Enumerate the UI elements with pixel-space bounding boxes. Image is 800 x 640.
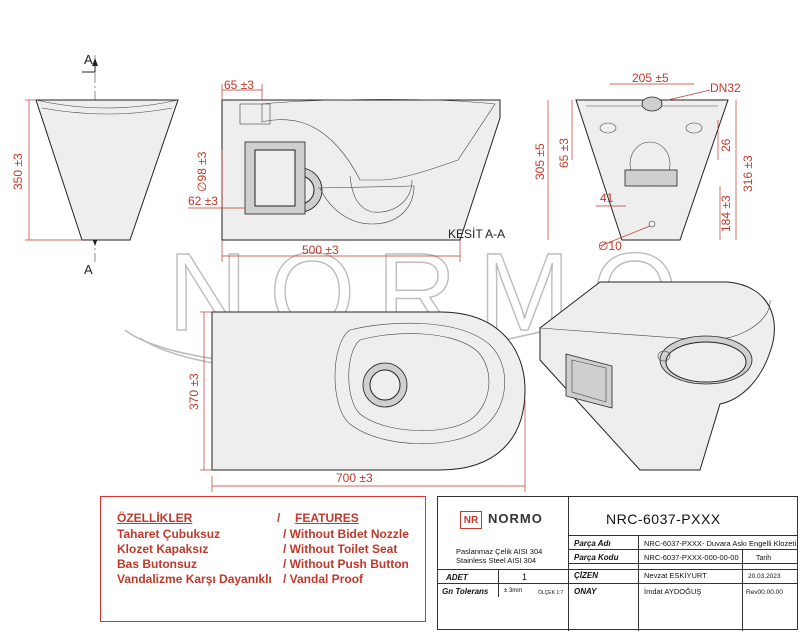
product-code: NRC-6037-PXXX [606,511,721,527]
section-view: 65 ±3 ∅98 ±3 62 ±3 500 ±3 KESİT A-A [188,78,505,262]
scale: ÖLÇEK 1:7 [538,590,564,596]
feature-row-1-tr: Taharet Çubuksuz [117,527,221,541]
front-view: 205 ±5 DN32 305 ±5 65 ±3 26 316 ±3 41 18… [533,71,755,253]
dim-62: 62 ±3 [188,194,218,208]
drawn-by: Nevzat ESKİYURT [644,571,707,580]
material-en: Stainless Steel AISI 304 [456,556,537,565]
part-name: NRC-6037-PXXX- Duvara Askı Engelli Kloze… [644,539,797,548]
drawn-label: ÇİZEN [574,571,598,580]
feature-row-2-en: / Without Toilet Seat [283,542,398,556]
revision: Rev00.00.00 [746,589,783,596]
drawn-date: 20.03.2023 [748,573,781,580]
features-heading-slash: / [277,511,281,525]
cone-side-view: A A 350 ±3 [11,52,179,277]
feature-row-3-en: / Without Push Button [283,557,409,571]
dim-65: 65 ±3 [224,78,254,92]
dim-305: 305 ±5 [533,143,547,180]
tolerance-label: Gn Tolerans [442,587,489,596]
dim-700: 700 ±3 [336,471,373,485]
dim-350: 350 ±3 [11,153,25,190]
feature-row-4-tr: Vandalizme Karşı Dayanıklı [117,572,272,586]
isometric-view [539,281,775,471]
dim-26: 26 [719,138,733,152]
features-box: ÖZELLİKLER / FEATURES Taharet Çubuksuz /… [100,496,426,622]
dim-370: 370 ±3 [187,373,201,410]
part-code: NRC-6037-PXXX-000-00-00 [644,553,739,562]
dim-98: ∅98 ±3 [195,151,209,192]
feature-row-3-tr: Bas Butonsuz [117,557,198,571]
title-block: NR NORMO NRC-6037-PXXX Paslanmaz Çelik A… [437,496,798,631]
dim-184: 184 ±3 [719,195,733,232]
feature-row-2-tr: Klozet Kapaksız [117,542,209,556]
section-marker-bottom: A [84,262,93,277]
adet-value: 1 [522,572,528,582]
approved-by: İmdat AYDOĞUŞ [644,587,702,596]
tolerance-value: ± 3mm [504,588,523,594]
date-label: Tarih [756,555,772,562]
dim-dn32: DN32 [710,81,741,95]
dim-500: 500 ±3 [302,243,339,257]
dim-316: 316 ±3 [741,155,755,192]
features-heading-tr: ÖZELLİKLER [117,511,193,525]
brand-name: NORMO [488,511,543,526]
top-view: 370 ±3 700 ±3 [187,311,526,492]
feature-row-4-en: / Vandal Proof [283,572,364,586]
features-heading-en: FEATURES [295,511,359,525]
material-tr: Paslanmaz Çelik AISI 304 [456,547,543,556]
dim-205: 205 ±5 [632,71,669,85]
part-code-label: Parça Kodu [574,553,619,562]
approve-label: ONAY [574,587,597,596]
part-name-label: Parça Adı [574,539,611,548]
feature-row-1-en: / Without Bidet Nozzle [283,527,409,541]
section-marker-top: A [84,52,93,67]
dim-41: 41 [600,191,614,205]
adet-label: ADET [446,573,468,582]
section-label: KESİT A-A [448,227,505,241]
brand-logo-icon: NR [460,511,482,529]
dim-65b: 65 ±3 [557,138,571,168]
dim-10: ∅10 [598,239,622,253]
